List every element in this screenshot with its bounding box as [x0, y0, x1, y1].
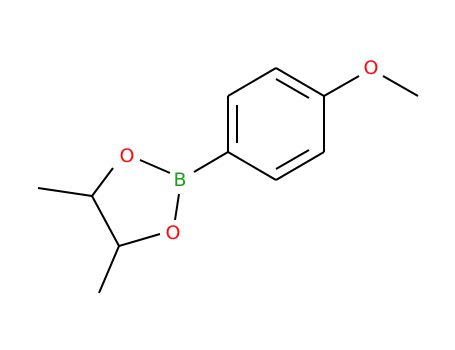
atom-labels: O B O O	[120, 57, 379, 244]
bond-ring-2	[227, 67, 277, 97]
bond-b-o2	[174, 193, 180, 221]
bond-ring-double-2	[275, 78, 310, 99]
bond-methyl-c4	[37, 187, 93, 197]
bond-c5-c4	[91, 195, 120, 247]
bond-c4-o1	[91, 167, 114, 197]
bond-ring-double-3	[275, 149, 310, 170]
oxygen-atom-ring-top: O	[120, 145, 135, 167]
bond-o2-c5	[118, 233, 161, 247]
oxygen-atom-methoxy: O	[364, 57, 379, 79]
bond-o-methyl	[382, 75, 419, 97]
bond-b-phenyl	[193, 151, 229, 173]
bond-c-o-methoxy	[323, 75, 360, 97]
bond-ring-6	[227, 151, 277, 181]
bond-o1-b	[139, 159, 171, 174]
bond-ring-5	[275, 151, 325, 181]
bond-ring-3	[275, 67, 325, 97]
oxygen-atom-ring-bottom: O	[166, 222, 181, 244]
bond-c5-methyl	[98, 245, 120, 294]
boron-atom: B	[173, 169, 186, 191]
bonds	[37, 67, 419, 294]
